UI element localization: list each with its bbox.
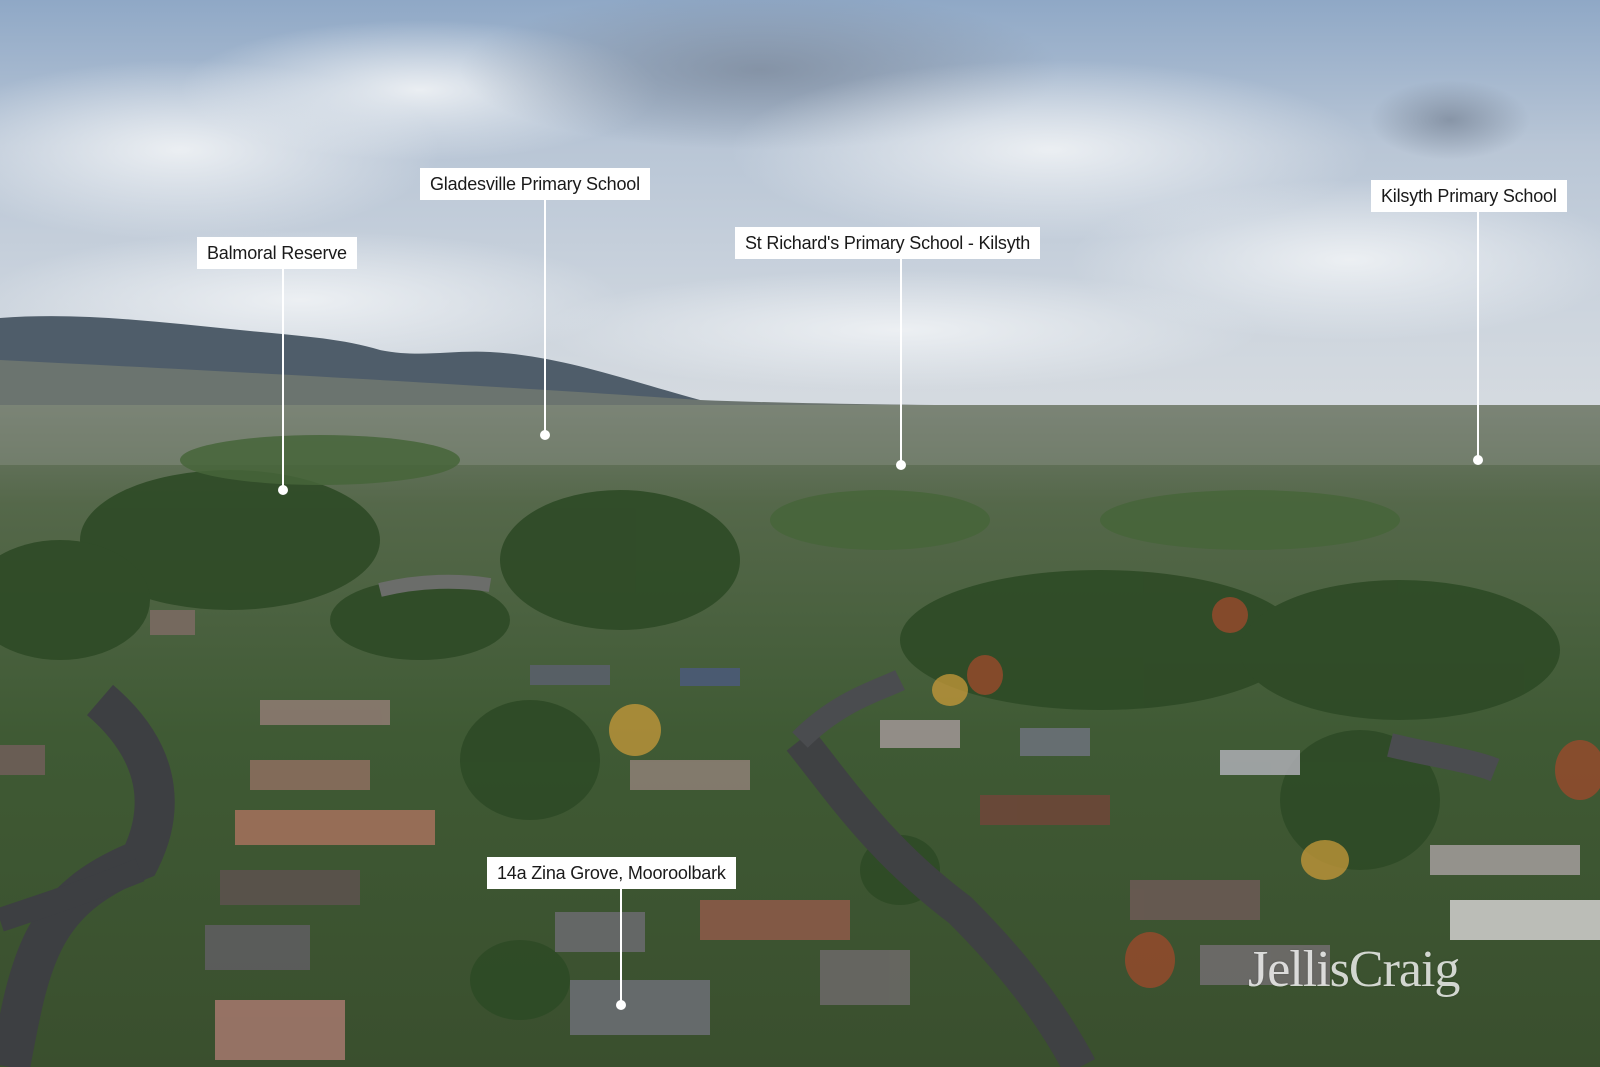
kilsyth-leader-line — [1477, 212, 1479, 458]
jellis-craig-watermark-logo: JellisCraig — [1248, 941, 1460, 998]
balmoral-reserve-label: Balmoral Reserve — [197, 237, 357, 269]
gladesville-marker-dot — [540, 430, 550, 440]
gladesville-primary-school-label: Gladesville Primary School — [420, 168, 650, 200]
balmoral-marker-dot — [278, 485, 288, 495]
property-address-label: 14a Zina Grove, Mooroolbark — [487, 857, 736, 889]
balmoral-leader-line — [282, 265, 284, 487]
st-richards-leader-line — [900, 257, 902, 463]
property-leader-line — [620, 888, 622, 1004]
st-richards-primary-school-label: St Richard's Primary School - Kilsyth — [735, 227, 1041, 259]
property-marker-dot — [616, 1000, 626, 1010]
st-richards-marker-dot — [896, 460, 906, 470]
kilsyth-primary-school-label: Kilsyth Primary School — [1371, 180, 1567, 212]
kilsyth-marker-dot — [1473, 455, 1483, 465]
gladesville-leader-line — [544, 198, 546, 434]
